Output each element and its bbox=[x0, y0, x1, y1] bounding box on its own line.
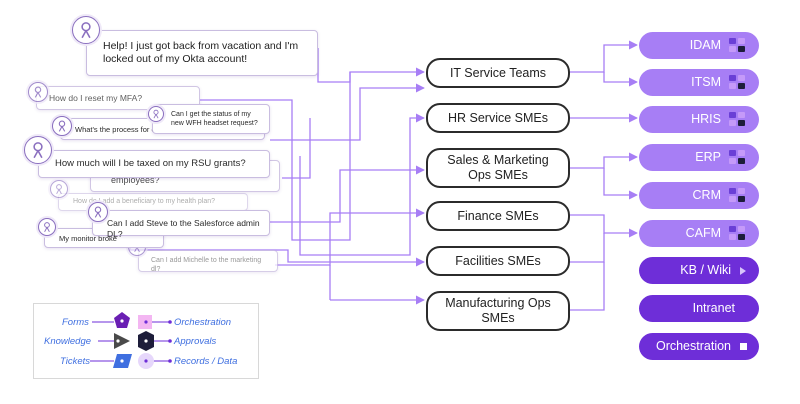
system-label: ITSM bbox=[691, 75, 721, 89]
integration-grid-icon bbox=[729, 188, 747, 204]
square-icon bbox=[740, 343, 747, 350]
team-label: HR Service SMEs bbox=[447, 110, 549, 125]
legend-tickets-label: Tickets bbox=[60, 356, 91, 367]
team-facilities: Facilities SMEs bbox=[426, 246, 570, 276]
request-bubble: Can I add Steve to the Salesforce admin … bbox=[92, 210, 270, 239]
integration-grid-icon bbox=[729, 38, 747, 54]
system-label: ERP bbox=[695, 150, 721, 164]
system-label: Intranet bbox=[692, 301, 735, 315]
integration-grid-icon bbox=[729, 226, 747, 242]
wire-headset-to-it bbox=[270, 83, 425, 141]
play-triangle-icon bbox=[740, 267, 746, 275]
team-sales-marketing-ops: Sales & Marketing Ops SMEs bbox=[426, 148, 570, 188]
request-text: How much will I be taxed on my RSU grant… bbox=[55, 158, 246, 169]
team-label: Sales & Marketing Ops SMEs bbox=[447, 153, 549, 182]
system-orchestration: Orchestration bbox=[639, 333, 759, 360]
integration-grid-icon bbox=[729, 150, 747, 166]
user-avatar-icon bbox=[24, 136, 52, 164]
legend-records-label: Records / Data bbox=[174, 356, 238, 367]
system-label: Orchestration bbox=[655, 339, 731, 353]
user-avatar-icon bbox=[52, 116, 72, 136]
wire-okta-to-it bbox=[317, 48, 425, 83]
team-it-service: IT Service Teams bbox=[426, 58, 570, 88]
system-crm: CRM bbox=[639, 182, 759, 209]
team-label: IT Service Teams bbox=[449, 65, 547, 80]
request-text: employees? bbox=[111, 175, 160, 185]
integration-grid-icon bbox=[729, 112, 747, 128]
request-text: How do I add a beneficiary to my health … bbox=[73, 198, 216, 205]
request-bubble: Can I get the status of my new WFH heads… bbox=[152, 104, 270, 134]
legend-orchestration-label: Orchestration bbox=[174, 317, 232, 328]
request-bubble: Can I add Michelle to the marketing dl? bbox=[138, 250, 278, 273]
knowledge-triangle-icon bbox=[114, 333, 130, 349]
legend-approvals-label: Approvals bbox=[174, 336, 217, 347]
team-label: Manufacturing Ops SMEs bbox=[445, 296, 551, 325]
request-bubble: How much will I be taxed on my RSU grant… bbox=[38, 150, 270, 178]
request-text: Can I add Michelle to the marketing dl? bbox=[151, 257, 262, 273]
request-text: Help! I just got back from vacation and … bbox=[103, 40, 299, 66]
system-cafm: CAFM bbox=[639, 220, 759, 247]
user-avatar-icon bbox=[148, 106, 164, 122]
user-avatar-icon bbox=[28, 82, 48, 102]
system-itsm: ITSM bbox=[639, 69, 759, 96]
team-label: Finance SMEs bbox=[457, 208, 539, 223]
system-kb-wiki: KB / Wiki bbox=[639, 257, 759, 284]
team-hr-service: HR Service SMEs bbox=[426, 103, 570, 133]
user-avatar-icon bbox=[88, 202, 108, 222]
request-text: How do I reset my MFA? bbox=[49, 93, 143, 103]
system-intranet: Intranet bbox=[639, 295, 759, 322]
request-text: What's the process for ordering a headse… bbox=[75, 125, 219, 134]
system-idam: IDAM bbox=[639, 32, 759, 59]
user-avatar-icon bbox=[50, 180, 68, 198]
system-label: CAFM bbox=[685, 226, 721, 240]
system-label: CRM bbox=[692, 188, 721, 202]
legend-knowledge-label: Knowledge bbox=[44, 336, 92, 347]
request-bubble-primary: Help! I just got back from vacation and … bbox=[86, 30, 318, 76]
user-avatar-icon bbox=[72, 16, 100, 44]
team-finance: Finance SMEs bbox=[426, 201, 570, 231]
legend-forms-label: Forms bbox=[62, 317, 89, 328]
system-label: HRIS bbox=[691, 112, 721, 126]
integration-grid-icon bbox=[729, 75, 747, 91]
system-label: KB / Wiki bbox=[680, 263, 731, 277]
legend-symbols bbox=[90, 312, 172, 369]
team-manufacturing-ops: Manufacturing Ops SMEs bbox=[426, 291, 570, 331]
system-hris: HRIS bbox=[639, 106, 759, 133]
request-text: My monitor broke bbox=[59, 234, 117, 243]
wire-steve-to-sales bbox=[270, 165, 425, 223]
system-label: IDAM bbox=[689, 38, 721, 52]
request-text: Can I add Steve to the Salesforce admin … bbox=[107, 218, 260, 239]
wire-rsu-to-hr bbox=[299, 113, 425, 256]
request-text: Can I get the status of my new WFH heads… bbox=[171, 111, 258, 127]
system-erp: ERP bbox=[639, 144, 759, 171]
request-bubble: How do I add a beneficiary to my health … bbox=[58, 193, 248, 211]
wire-to-finance bbox=[275, 208, 425, 266]
legend: Forms Knowledge Tickets Orchestration Ap… bbox=[33, 303, 259, 379]
user-avatar-icon bbox=[38, 218, 56, 236]
team-label: Facilities SMEs bbox=[455, 253, 541, 268]
